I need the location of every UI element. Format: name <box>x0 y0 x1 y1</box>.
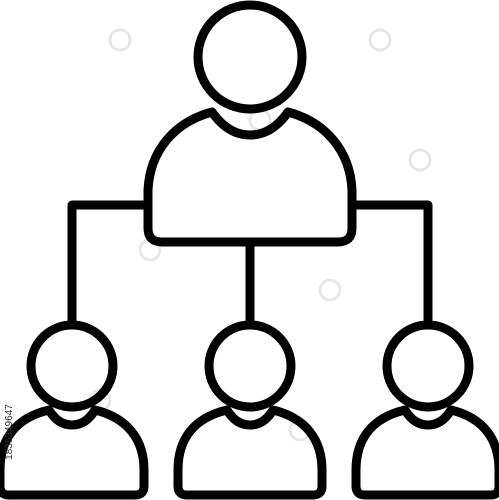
top-person-body <box>143 107 357 247</box>
stock-id-label: 1835349647 <box>4 404 15 460</box>
middle-person-head <box>204 320 296 412</box>
top-person-head <box>193 0 307 114</box>
watermark <box>88 28 432 442</box>
left-connector <box>67 200 153 330</box>
middle-person-body <box>173 405 327 500</box>
left-person-body <box>0 405 149 500</box>
left-person-head <box>26 320 118 412</box>
right-connector <box>347 200 433 330</box>
right-person-head <box>382 320 474 412</box>
right-person-body <box>351 405 499 500</box>
